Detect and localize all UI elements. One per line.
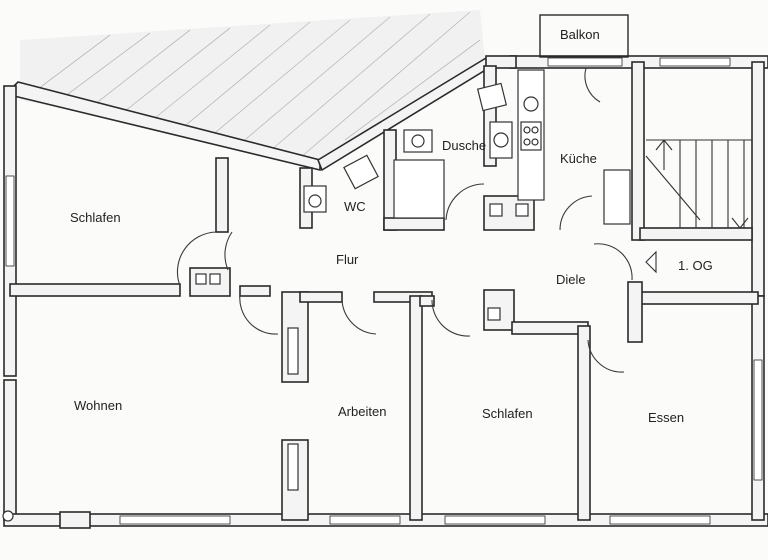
label-kueche: Küche xyxy=(560,151,597,166)
label-1-og: 1. OG xyxy=(678,258,713,273)
fixtures xyxy=(2,69,631,522)
label-dusche: Dusche xyxy=(442,138,486,153)
label-wc: WC xyxy=(344,199,366,214)
staircase xyxy=(645,139,752,274)
label-essen: Essen xyxy=(648,410,684,425)
doors xyxy=(176,67,633,373)
label-diele: Diele xyxy=(556,272,586,287)
label-wohnen: Wohnen xyxy=(74,398,122,413)
label-arbeiten: Arbeiten xyxy=(338,404,386,419)
label-schlafen-left: Schlafen xyxy=(70,210,121,225)
windows xyxy=(5,57,763,525)
balcony xyxy=(539,14,629,58)
label-flur: Flur xyxy=(336,252,359,267)
label-balkon: Balkon xyxy=(560,27,600,42)
label-schlafen-mid: Schlafen xyxy=(482,406,533,421)
interior-walls xyxy=(9,61,759,529)
